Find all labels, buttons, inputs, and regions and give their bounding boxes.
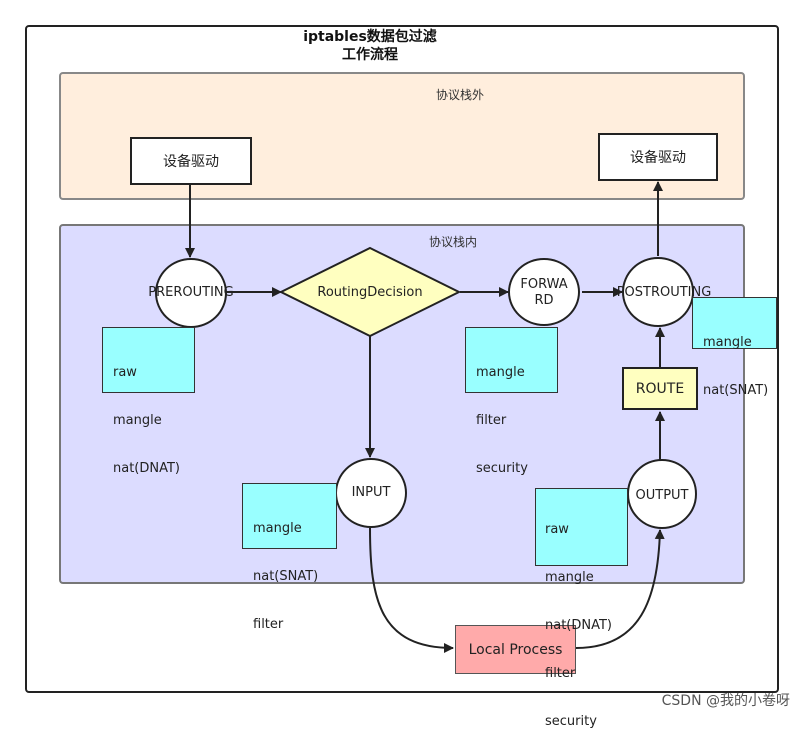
outside-stack-label: 协议栈外 [435,88,484,102]
postrouting-label: POSTROUTING [616,285,712,300]
postrouting-table-item: nat(SNAT) [703,383,769,398]
device-driver-out: 设备驱动 [598,133,718,181]
device-driver-out-label: 设备驱动 [630,150,686,166]
output-table-item: mangle [545,570,594,585]
prerouting-table-item: raw [113,365,137,380]
input-table-item: filter [253,617,284,632]
forward-node [508,258,580,326]
forward-table-item: mangle [476,365,525,380]
title-line-1: iptables数据包过滤 [303,29,437,45]
input-table-item: nat(SNAT) [253,569,319,584]
output-table-item: filter [545,666,576,681]
input-label: INPUT [351,485,391,500]
forward-table-item: filter [476,413,507,428]
diagram-title: iptables数据包过滤 工作流程 [260,28,480,64]
routing-decision-diamond [278,246,462,338]
output-table-item: security [545,714,597,729]
connector-layer [185,181,665,653]
output-label: OUTPUT [635,488,689,503]
forward-label-line-1: FORWA [520,277,568,292]
route-label: ROUTE [635,380,685,397]
input-node [335,458,407,528]
forward-label: FORWA RD [508,277,580,309]
routing-decision-label: RoutingDecision [317,285,423,300]
arrow-local-process-to-output [575,529,665,649]
prerouting-table-item: mangle [113,413,162,428]
title-line-2: 工作流程 [342,47,398,63]
device-driver-in-label: 设备驱动 [163,154,219,170]
device-driver-in: 设备驱动 [130,137,252,185]
prerouting-node [155,258,227,328]
csdn-watermark: CSDN @我的小卷呀 [661,693,790,709]
postrouting-node [622,257,694,327]
forward-table-item: security [476,461,528,476]
postrouting-table-item: mangle [703,335,752,350]
output-table-item: nat(DNAT) [545,618,613,633]
output-tables-note: raw mangle nat(DNAT) filter security [535,488,628,729]
local-process-label: Local Process [468,641,563,658]
prerouting-tables-note: raw mangle nat(DNAT) [102,327,195,476]
postrouting-tables-note: mangle nat(SNAT) [692,297,777,398]
prerouting-table-item: nat(DNAT) [113,461,181,476]
local-process-box: Local Process [455,625,576,674]
input-table-item: mangle [253,521,302,536]
prerouting-label: PREROUTING [148,285,234,300]
forward-tables-note: mangle filter security [465,327,558,476]
route-box: ROUTE [622,367,698,410]
inside-stack-label: 协议栈内 [428,235,477,249]
arrow-input-to-local-process [369,527,454,653]
output-node [627,459,697,529]
input-tables-note: mangle nat(SNAT) filter [242,483,337,632]
output-table-item: raw [545,522,569,537]
forward-label-line-2: RD [534,293,554,308]
